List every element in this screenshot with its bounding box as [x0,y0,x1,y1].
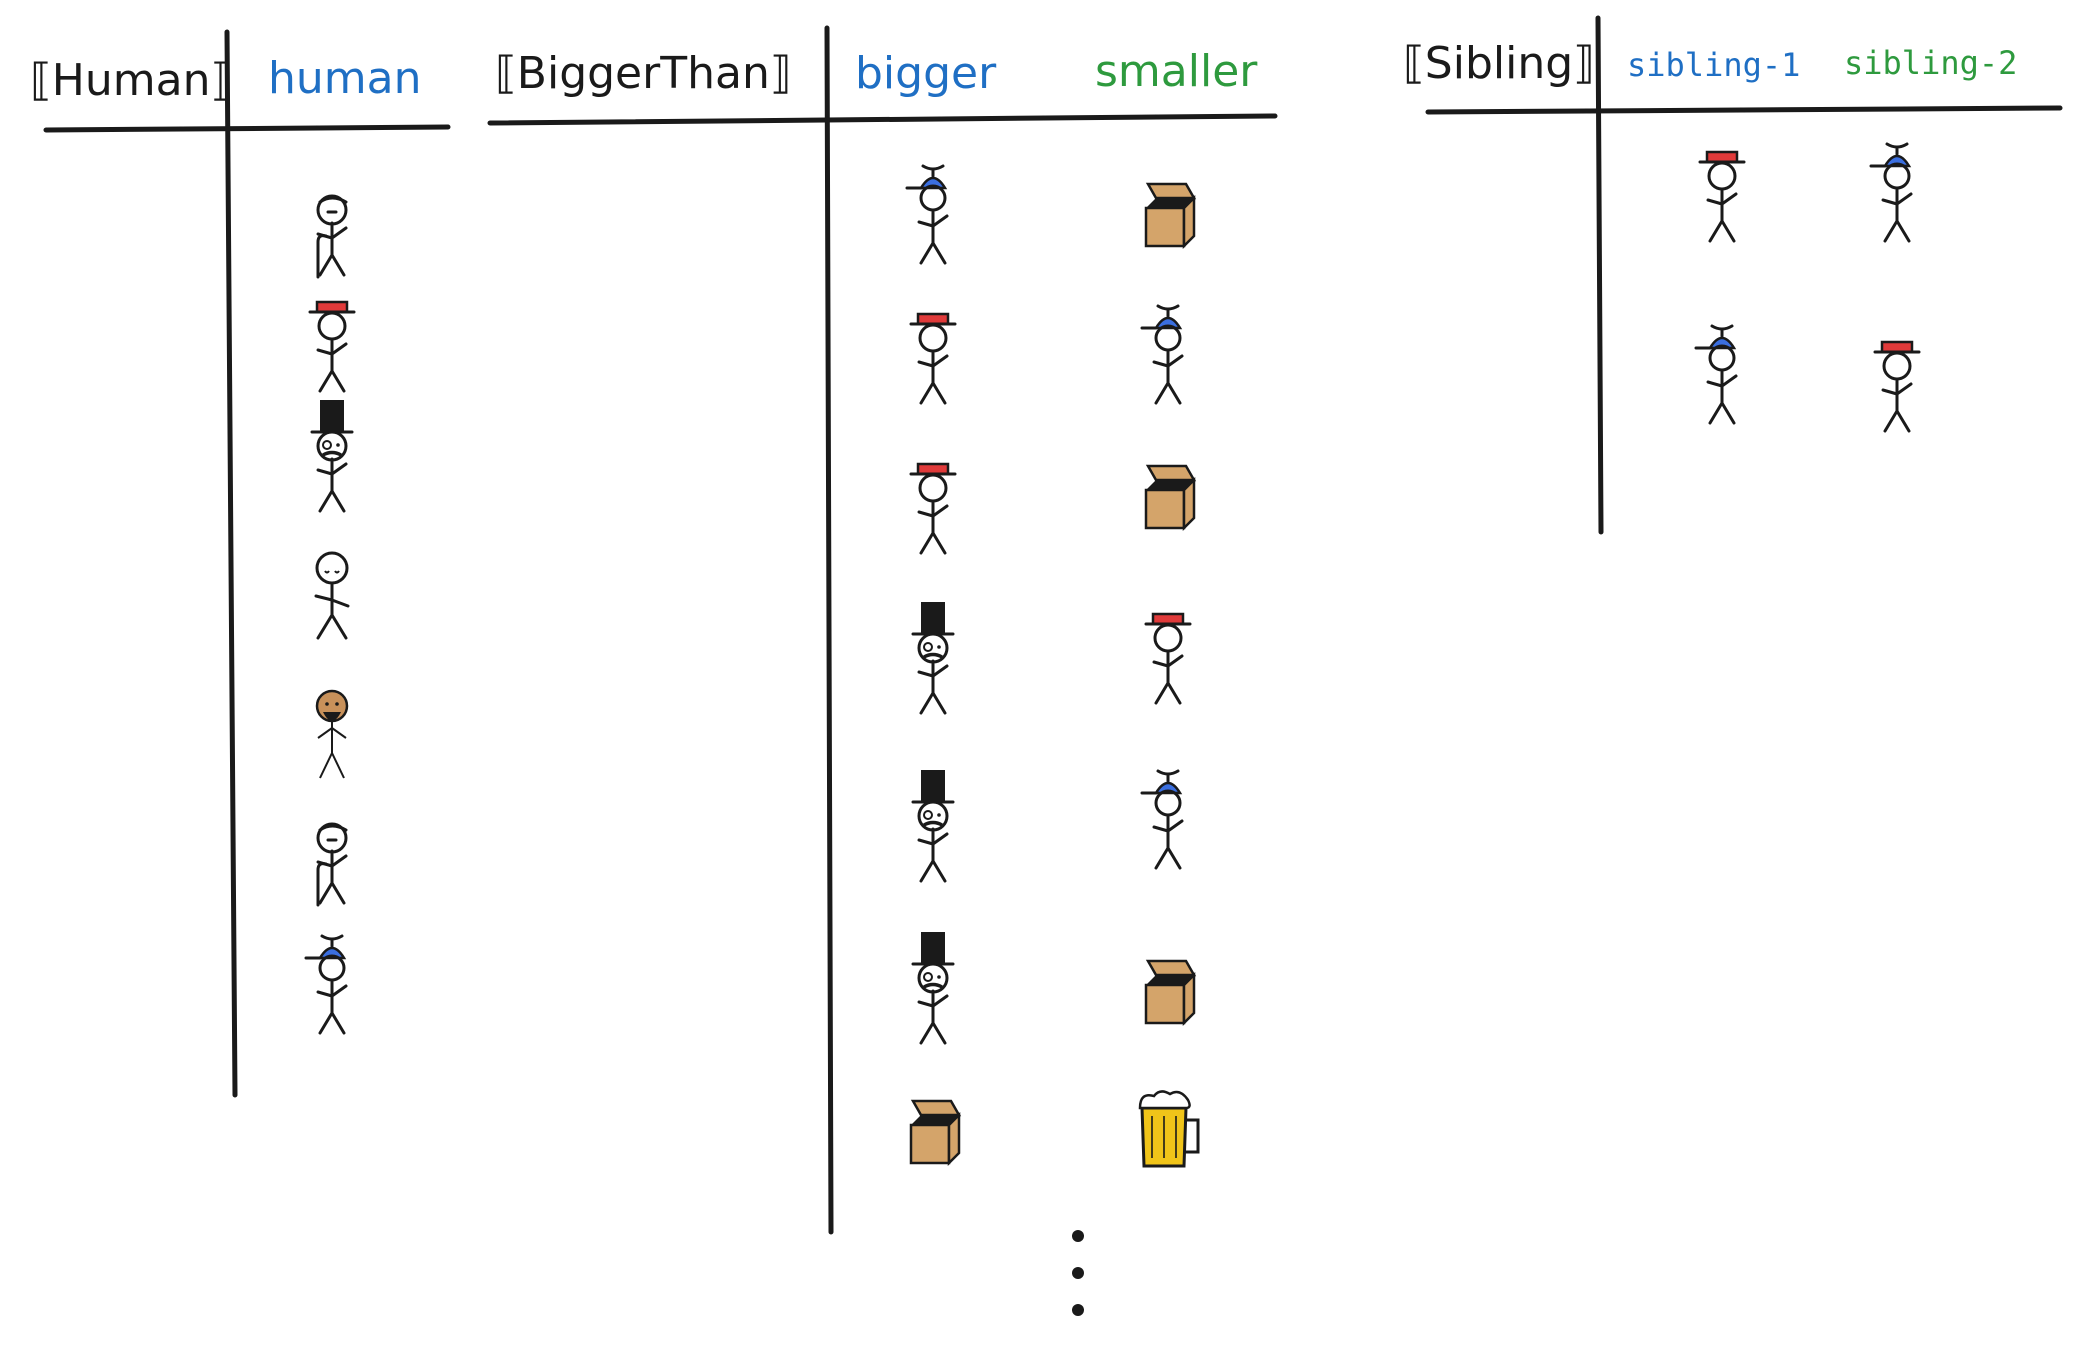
continuation-dot [1072,1267,1084,1279]
bigger-than-continuation-dots [1072,1230,1084,1316]
bigger-than-table: ⟦BiggerThan⟧ bigger smaller [487,25,1278,1316]
sibling-1-column-header: sibling-1 [1627,46,1800,84]
sibling-2-column-header: sibling-2 [1844,44,2017,82]
old-man-cane-icon [316,822,348,907]
propeller-cap-kid-icon [304,934,348,1035]
bigger-column-cells [905,164,962,1167]
top-hat-gentleman-icon [911,602,955,715]
smaller-column-header: smaller [1095,46,1258,97]
box-icon [1144,182,1197,250]
old-man-cane-icon [316,194,348,279]
red-hat-person-icon [1873,340,1921,433]
bigger-than-header-rule [487,113,1278,126]
red-hat-person-icon [1144,612,1192,705]
red-hat-person-icon [1698,150,1746,243]
sibling-1-column-cells [1694,150,1746,425]
sibling-header-rule [1425,105,2063,115]
human-column-divider [224,29,238,1098]
continuation-dot [1072,1304,1084,1316]
box-icon [1144,959,1197,1027]
top-hat-gentleman-icon [911,770,955,883]
human-header-rule [43,124,451,133]
human-relation-title: ⟦Human⟧ [30,55,232,106]
smaller-column-cells [1138,182,1200,1168]
red-hat-person-icon [909,462,957,555]
sibling-relation-title: ⟦Sibling⟧ [1403,38,1595,89]
red-hat-person-icon [909,312,957,405]
bald-person-icon [314,551,350,640]
red-hat-person-icon [308,300,356,393]
propeller-cap-kid-icon [1694,324,1738,425]
box-icon [909,1099,962,1167]
human-column-cells [304,194,356,1035]
box-icon [1144,464,1197,532]
human-column-header: human [268,53,421,104]
bigger-column-header: bigger [855,48,997,99]
beer-mug-icon [1138,1090,1200,1168]
bigger-than-relation-title: ⟦BiggerThan⟧ [495,48,792,99]
top-hat-gentleman-icon [911,932,955,1045]
sibling-2-column-cells [1869,142,1921,433]
human-table: ⟦Human⟧ human [30,29,451,1098]
sibling-column-divider [1595,15,1604,535]
bearded-tan-person-icon [315,689,349,779]
bigger-than-column-divider [824,25,834,1235]
sibling-table: ⟦Sibling⟧ sibling-1 sibling-2 [1403,15,2063,535]
propeller-cap-kid-icon [1140,769,1184,870]
propeller-cap-kid-icon [905,164,949,265]
continuation-dot [1072,1230,1084,1242]
propeller-cap-kid-icon [1140,304,1184,405]
top-hat-gentleman-icon [310,400,354,513]
propeller-cap-kid-icon [1869,142,1913,243]
